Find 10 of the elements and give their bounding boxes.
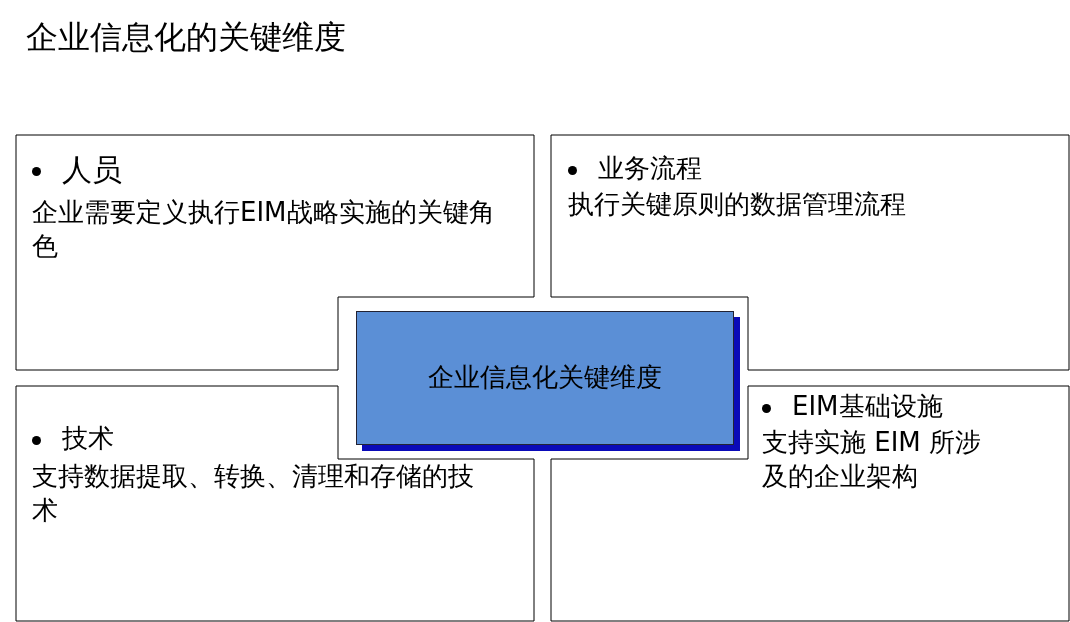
description: 执行关键原则的数据管理流程	[568, 188, 907, 221]
center-label: 企业信息化关键维度	[428, 361, 662, 395]
heading: EIM基础设施	[792, 390, 943, 423]
heading: 技术	[62, 422, 114, 455]
heading: 业务流程	[598, 152, 702, 185]
title: 企业信息化的关键维度	[26, 17, 346, 58]
description: 支持实施 EIM 所涉及的企业架构	[762, 426, 983, 493]
description: 支持数据提取、转换、清理和存储的技术	[32, 460, 475, 527]
heading: 人员	[62, 151, 122, 189]
description: 企业需要定义执行EIM战略实施的关键角色	[32, 196, 496, 263]
